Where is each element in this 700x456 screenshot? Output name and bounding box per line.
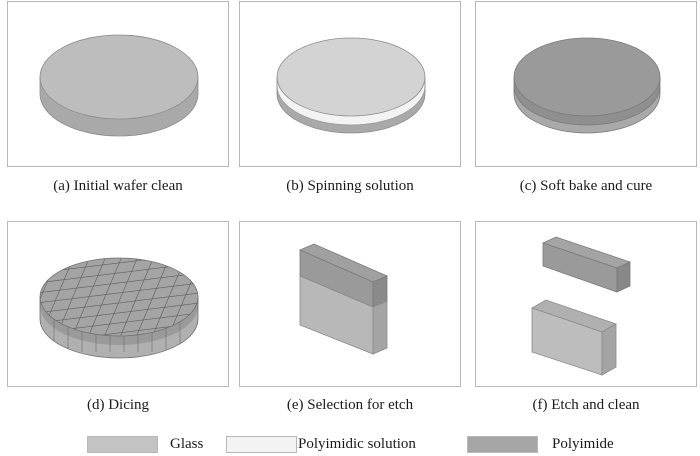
caption-e: (e) Selection for etch bbox=[286, 397, 414, 413]
caption-c: (c) Soft bake and cure bbox=[519, 178, 653, 194]
panel-a-initial-wafer-clean bbox=[7, 1, 229, 167]
caption-d: (d) Dicing bbox=[86, 397, 150, 413]
panel-c-soft-bake-and-cure bbox=[475, 1, 697, 167]
caption-a: (a) Initial wafer clean bbox=[53, 178, 183, 194]
panel-d-dicing bbox=[7, 221, 229, 387]
selected-die-illustration bbox=[298, 243, 389, 355]
panel-e-selection-for-etch bbox=[239, 221, 461, 387]
panel-f-etch-and-clean bbox=[475, 221, 697, 387]
legend-swatch-polyimide bbox=[467, 436, 538, 453]
legend-swatch-polyimidic-solution bbox=[226, 436, 297, 453]
diced-wafer-illustration bbox=[39, 257, 199, 359]
legend-label-polyimide: Polyimide bbox=[552, 436, 614, 452]
separated-parts-illustration bbox=[531, 236, 632, 376]
legend-label-glass: Glass bbox=[170, 436, 204, 452]
panel-b-spinning-solution bbox=[239, 1, 461, 167]
wafer-glass-illustration bbox=[39, 34, 199, 137]
legend-label-polyimidic-solution: Polyimidic solution bbox=[298, 436, 416, 452]
caption-f: (f) Etch and clean bbox=[532, 397, 640, 413]
wafer-with-polyimide-illustration bbox=[513, 37, 661, 134]
legend-swatch-glass bbox=[87, 436, 158, 453]
caption-b: (b) Spinning solution bbox=[286, 178, 414, 194]
wafer-with-solution-illustration bbox=[276, 37, 426, 134]
